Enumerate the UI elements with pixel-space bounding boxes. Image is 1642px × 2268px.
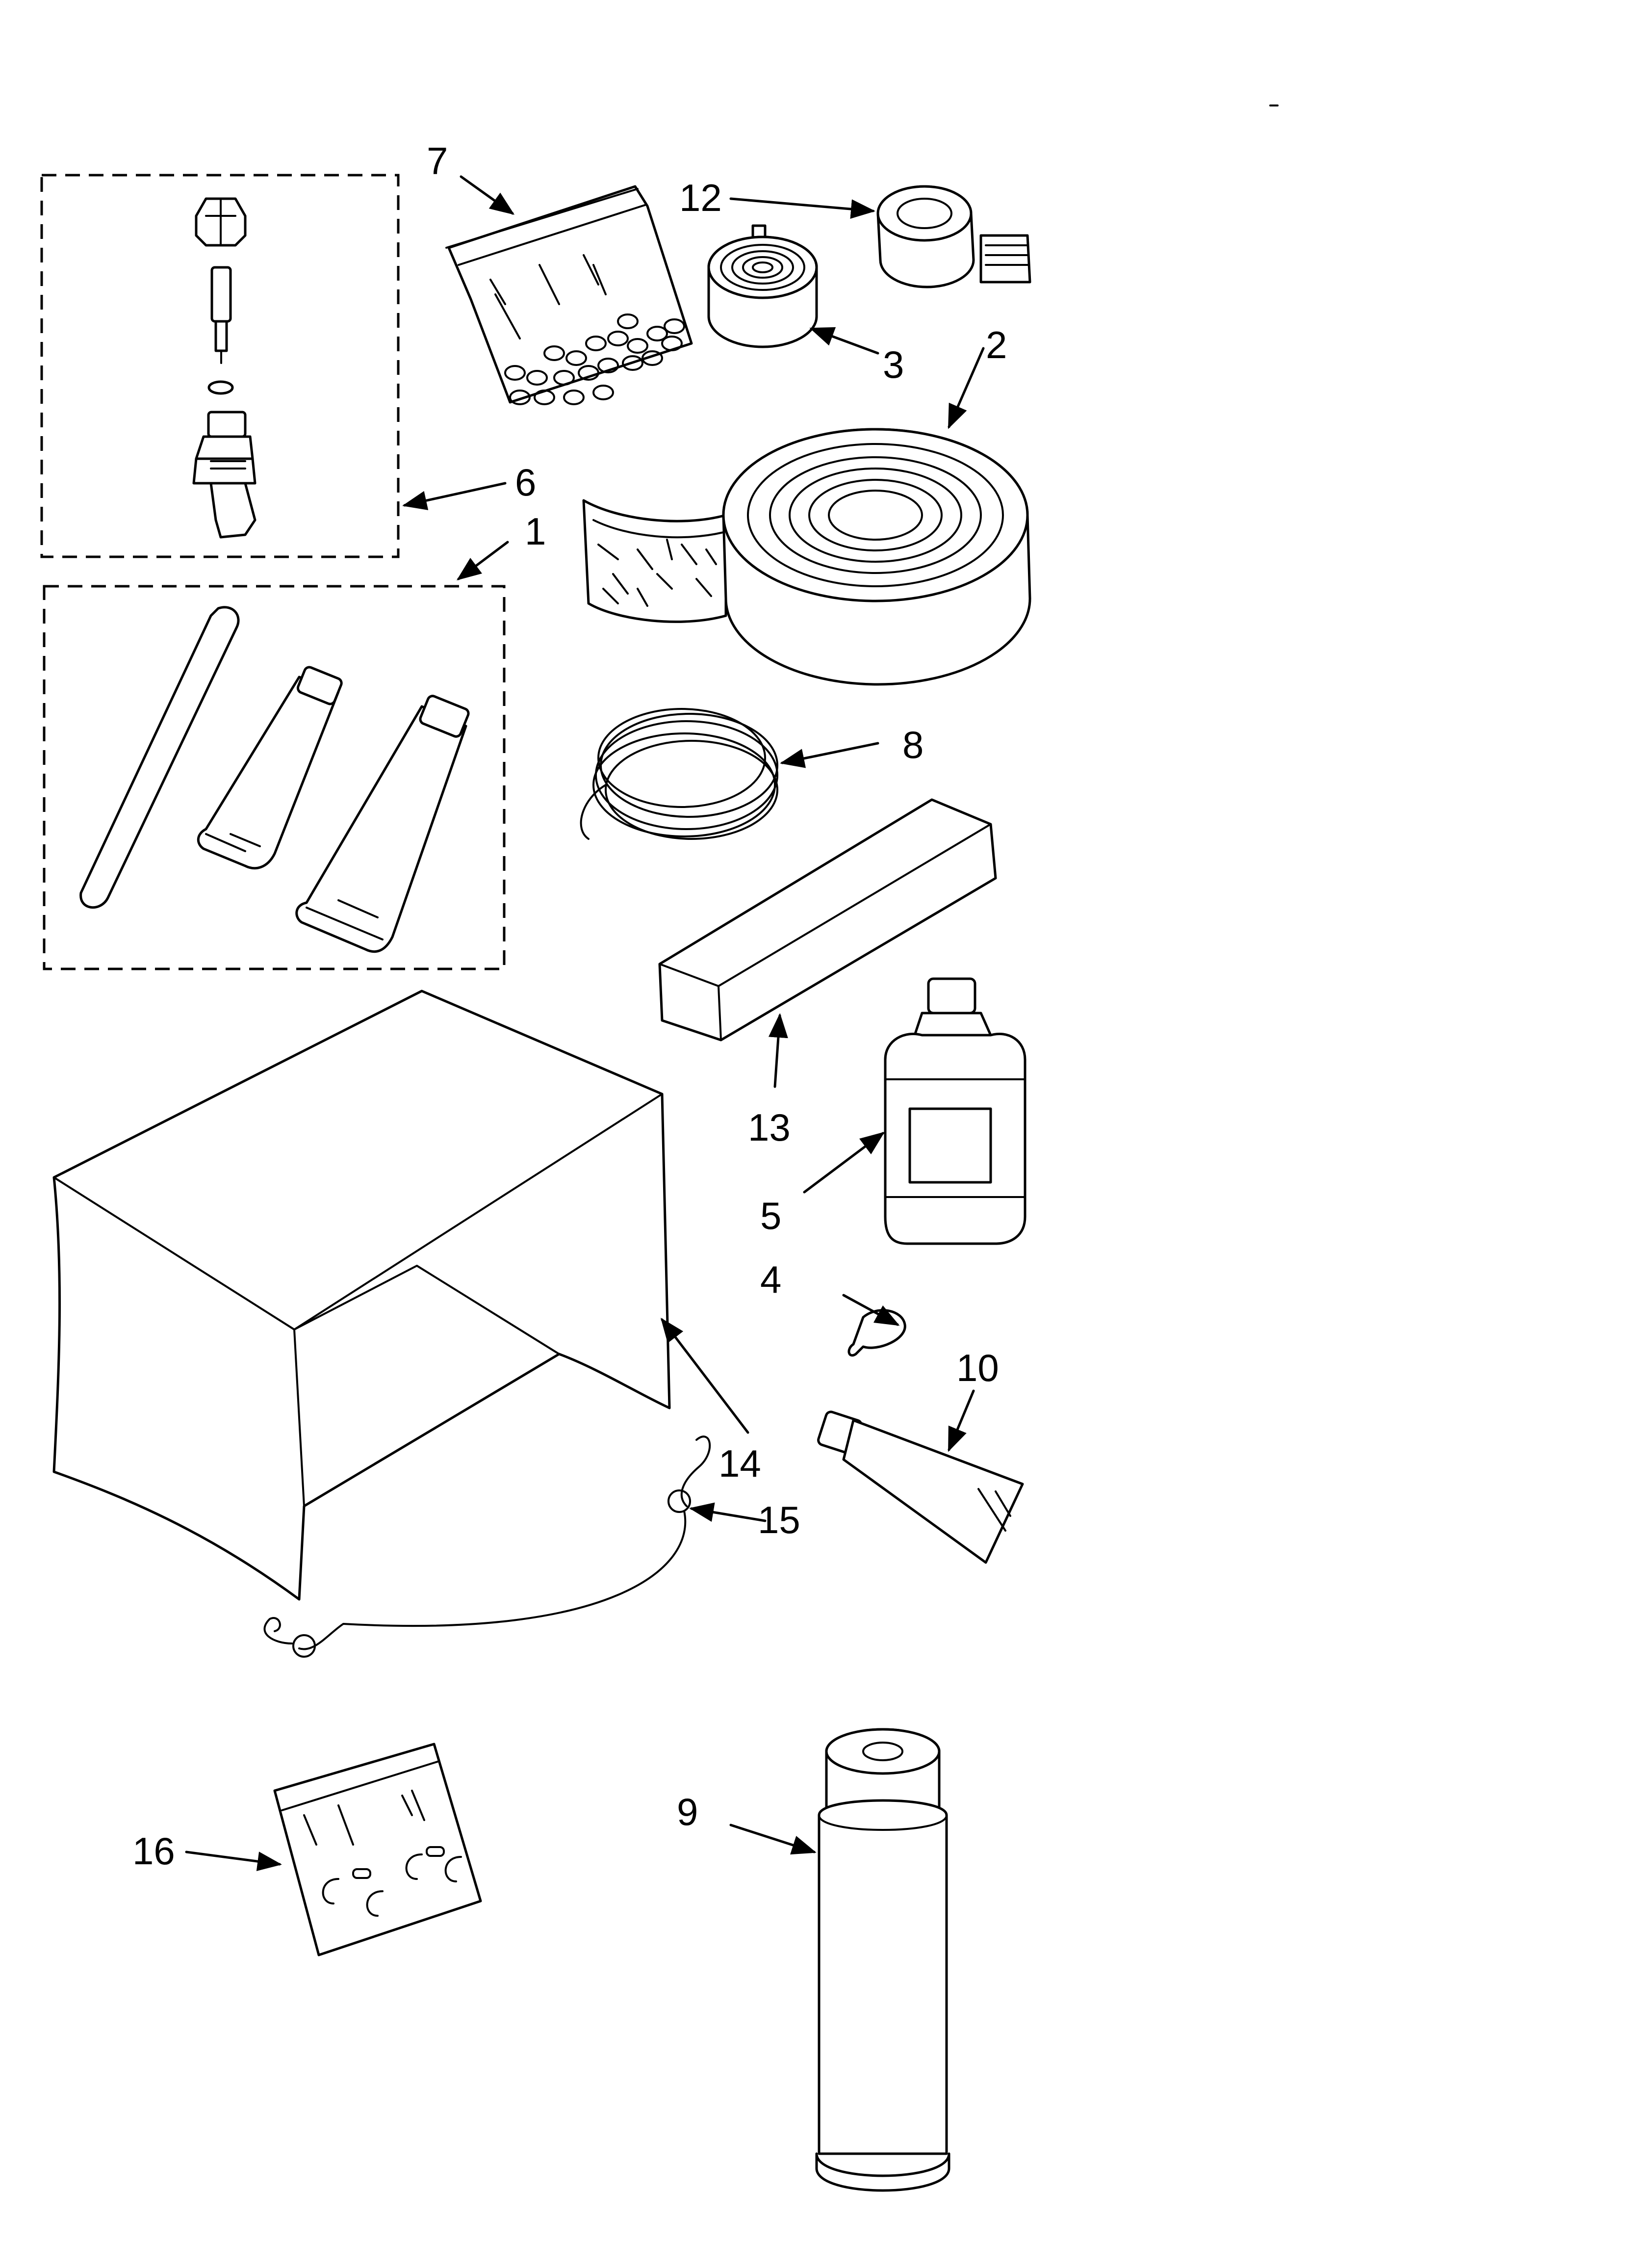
callout-labels: 7 12 3 2 6 1 8 13 5 4 10 14 15 9 16 [132, 139, 1007, 1873]
callout-2: 2 [986, 323, 1007, 366]
part-6-valve-assembly [40, 174, 400, 558]
callout-9: 9 [677, 1790, 698, 1833]
callout-5: 5 [760, 1194, 781, 1237]
part-1-kit [43, 585, 506, 970]
part-5-bottle [884, 977, 1026, 1245]
part-1-group-box [43, 585, 506, 970]
part-10-tube [817, 1410, 1024, 1564]
part-8-wire-coil [580, 708, 778, 840]
callout-7: 7 [427, 139, 448, 182]
callout-3: 3 [883, 343, 904, 386]
callout-10: 10 [956, 1346, 999, 1389]
callout-1: 1 [525, 510, 546, 553]
callout-16: 16 [132, 1829, 175, 1873]
callout-6: 6 [515, 461, 536, 504]
part-15-cord [263, 1435, 711, 1658]
part-12-tape-roll [876, 185, 1031, 288]
part-3-coil [707, 224, 818, 348]
part-9-can [815, 1728, 950, 2192]
callout-4: 4 [760, 1258, 781, 1301]
callout-13: 13 [748, 1106, 791, 1149]
leader-lines [185, 175, 985, 1871]
callout-12: 12 [679, 176, 722, 219]
callout-15: 15 [758, 1498, 800, 1541]
part-7-bag [445, 185, 693, 405]
part-6-group-box [40, 174, 400, 558]
part-4-bulb [847, 1309, 906, 1356]
part-16-bag [273, 1743, 482, 1956]
part-14-cover [52, 990, 671, 1601]
part-13-foam-bar [658, 798, 997, 1042]
callout-8: 8 [902, 723, 924, 766]
callout-14: 14 [718, 1442, 761, 1485]
part-2-insulation-roll [582, 428, 1031, 686]
